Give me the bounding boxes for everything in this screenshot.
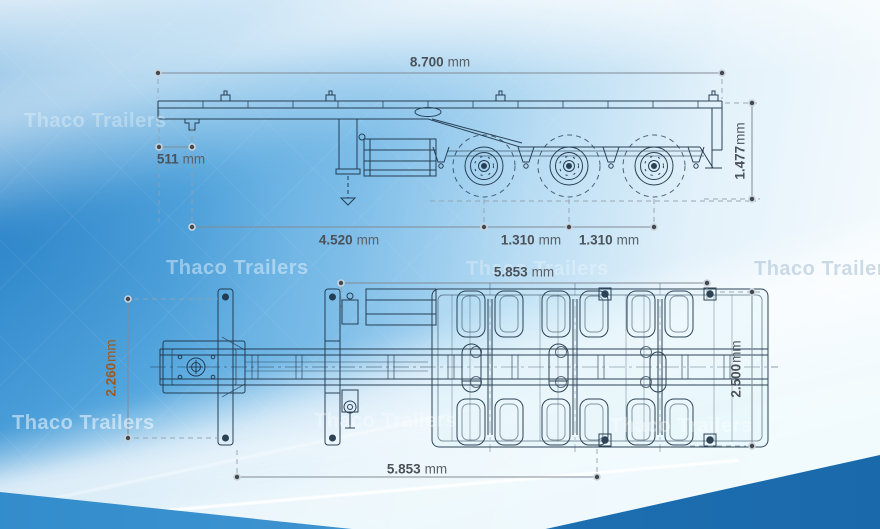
brand-watermark: Thaco Trailers (466, 258, 609, 280)
brand-watermark: Thaco Trailers (24, 110, 167, 132)
wheel-2 (537, 134, 601, 198)
dim-overall-height-value: 1.477 (732, 145, 748, 180)
wheel-3 (622, 134, 686, 198)
dim-kingpin-to-axle-value: 4.520 (318, 232, 353, 248)
top-view-drawing (150, 283, 778, 452)
axle-group-3 (626, 290, 694, 446)
dim-frame-width-unit: mm (103, 339, 119, 362)
storage-box-top (365, 288, 437, 326)
dim-deck-length-bottom-unit: mm (424, 461, 448, 477)
axle-group-2 (541, 290, 609, 446)
dim-deck-length-bottom-value: 5.853 (386, 461, 421, 477)
brand-watermark: Thaco Trailers (754, 258, 880, 280)
dim-overall-width-unit: mm (728, 340, 744, 363)
dim-front-overhang-value: 511 (156, 151, 179, 167)
dim-front-overhang-unit: mm (182, 151, 206, 167)
kingpin (184, 118, 200, 131)
dim-deck-length-top-value: 5.853 (493, 264, 528, 280)
landing-gear-top (341, 292, 359, 429)
dim-kingpin-to-axle-unit: mm (356, 232, 380, 248)
dim-axle-spacing-2-value: 1.310 (578, 232, 613, 248)
dim-overall-width-value: 2.500 (728, 363, 744, 398)
outrigger-bars (217, 288, 341, 446)
brand-watermark: Thaco Trailers (610, 415, 753, 437)
dim-overall-width-label: 2.500mm (729, 340, 744, 397)
dim-frame-width-value: 2.260 (103, 362, 119, 397)
brand-watermark: Thaco Trailers (166, 257, 309, 279)
logo-plate (414, 107, 442, 117)
wheel-1 (452, 134, 516, 198)
dim-overall-height-label: 1.477mm (733, 122, 748, 179)
dim-overall-height-unit: mm (732, 122, 748, 145)
landing-gear (335, 118, 366, 206)
dimension-dots (124, 69, 756, 481)
dimension-lines (124, 69, 760, 481)
dim-overall-length-unit: mm (447, 54, 471, 70)
dim-axle-spacing-2-unit: mm (616, 232, 640, 248)
axle-group-1 (456, 290, 524, 446)
twist-locks (220, 90, 719, 102)
suspension (432, 146, 705, 169)
dim-frame-width-label: 2.260mm (104, 339, 119, 396)
dim-axle-spacing-1-value: 1.310 (500, 232, 535, 248)
rear-bumper (699, 108, 722, 169)
brand-watermark: Thaco Trailers (12, 412, 155, 434)
side-view-drawing (157, 90, 723, 206)
dim-axle-spacing-1-unit: mm (538, 232, 562, 248)
dim-overall-length-value: 8.700 (409, 54, 444, 70)
brand-watermark: Thaco Trailers (314, 410, 457, 432)
storage-box (363, 138, 437, 177)
dim-deck-length-top-unit: mm (531, 264, 555, 280)
air-tanks (461, 343, 667, 393)
